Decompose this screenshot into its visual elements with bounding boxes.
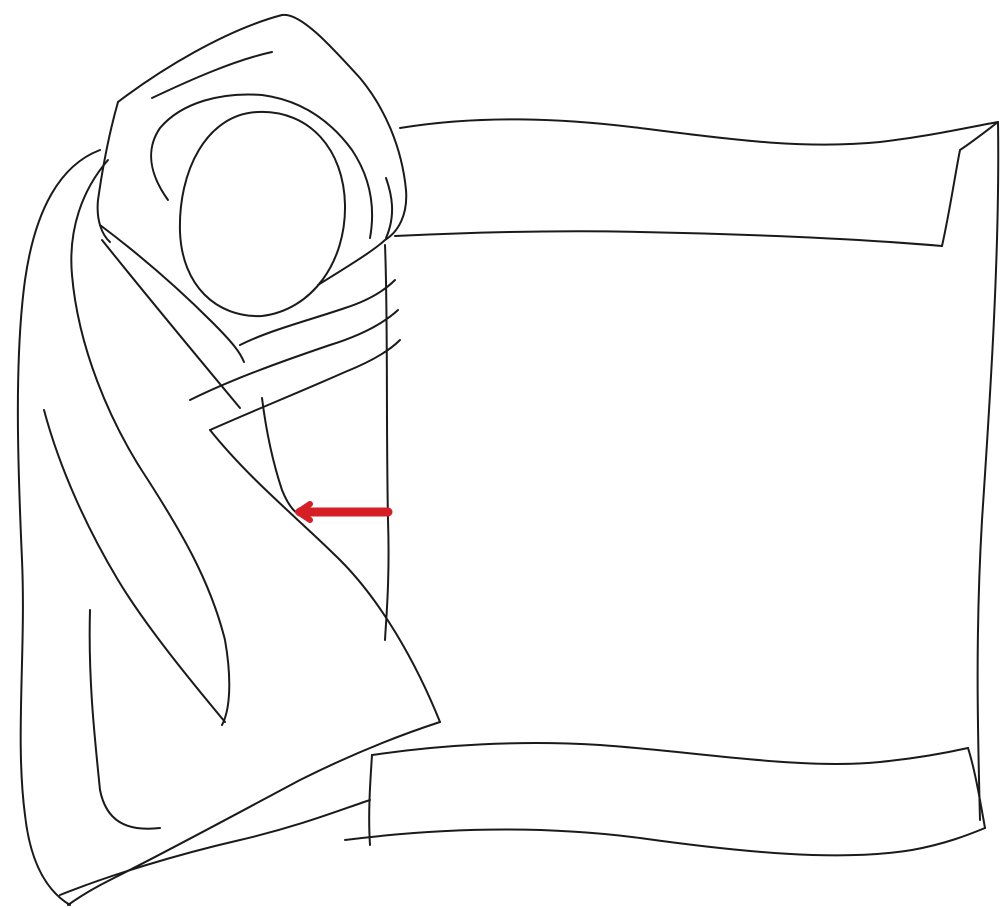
banner-bottom-roll-end: [968, 748, 985, 828]
red-arrow-mark: [298, 504, 388, 520]
blanket-bottom-hem: [68, 722, 440, 905]
hood-right-fold: [386, 178, 392, 238]
blanket-diagonal-front: [210, 430, 440, 722]
banner-bottom-roll-left: [369, 755, 372, 845]
banner-top-roll-end: [942, 122, 998, 246]
banner-right-edge: [978, 122, 999, 820]
blanket-front-crease: [262, 398, 300, 515]
hood-top-fold: [152, 52, 272, 98]
blanket-lower-left-curl: [90, 610, 160, 829]
blanket-collar-band-upper: [102, 240, 240, 408]
face-outline: [180, 112, 345, 316]
banner-top-roll-bottom: [395, 231, 942, 246]
blanket-right-vertical: [385, 245, 389, 640]
hood-left-side: [98, 102, 118, 242]
hood: [98, 15, 407, 285]
banner: [345, 119, 998, 855]
banner-bottom-roll-edge: [345, 828, 985, 855]
blanket-collar-band-lower: [240, 280, 395, 345]
face: [180, 112, 345, 316]
banner-top-edge: [400, 119, 998, 144]
banner-bottom-roll-top: [372, 743, 968, 764]
blanket-outer-left-edge: [18, 150, 100, 905]
blanket: [18, 150, 440, 905]
blanket-inner-left-fold: [71, 160, 229, 725]
blanket-collar-left: [100, 225, 244, 362]
